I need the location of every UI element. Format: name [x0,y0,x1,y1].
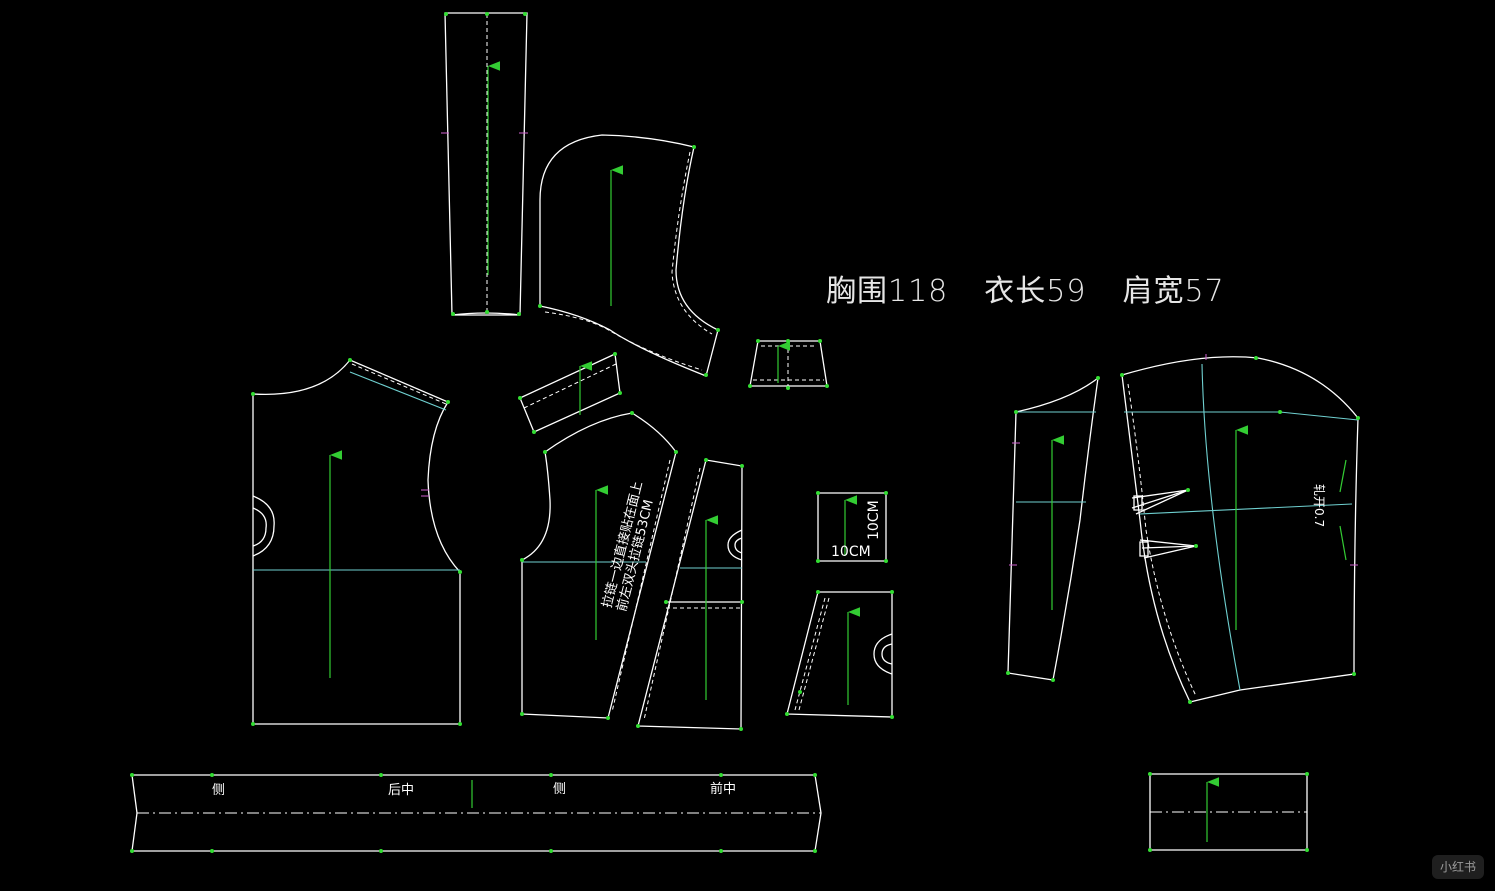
waistband-label-center-back: 后中 [388,783,415,798]
pocket-height-label: 10CM [866,500,882,540]
pocket-width-label: 10CM [831,544,871,560]
watermark-logo: 小红书 [1432,855,1484,879]
waistband-label-center-front: 前中 [710,782,737,797]
waistband-piece [130,773,822,853]
front-yoke-piece [518,352,622,434]
cuff-piece [748,339,829,390]
pocket-square-piece [816,491,888,563]
pocket-bag-piece [785,590,894,719]
front-body-piece [520,411,678,720]
waistband-label-side-1: 侧 [212,783,226,798]
hood-piece [538,134,720,377]
waistband-label-side-2: 侧 [553,782,567,797]
sleeve-note: 轧开0.7 [1312,484,1326,528]
bust-measurement: 胸围118 [826,274,949,309]
shoulder-measurement: 肩宽57 [1122,274,1225,309]
length-measurement: 衣长59 [984,274,1087,309]
sleeve-cuff-band-piece [1148,772,1309,852]
long-strip-piece [441,12,528,316]
back-body-piece [251,358,462,726]
upper-sleeve-piece [1120,354,1360,704]
measurement-header: 胸围118 衣长59 肩宽57 [826,266,1261,310]
under-sleeve-piece [1006,376,1100,682]
front-side-piece [636,458,744,731]
